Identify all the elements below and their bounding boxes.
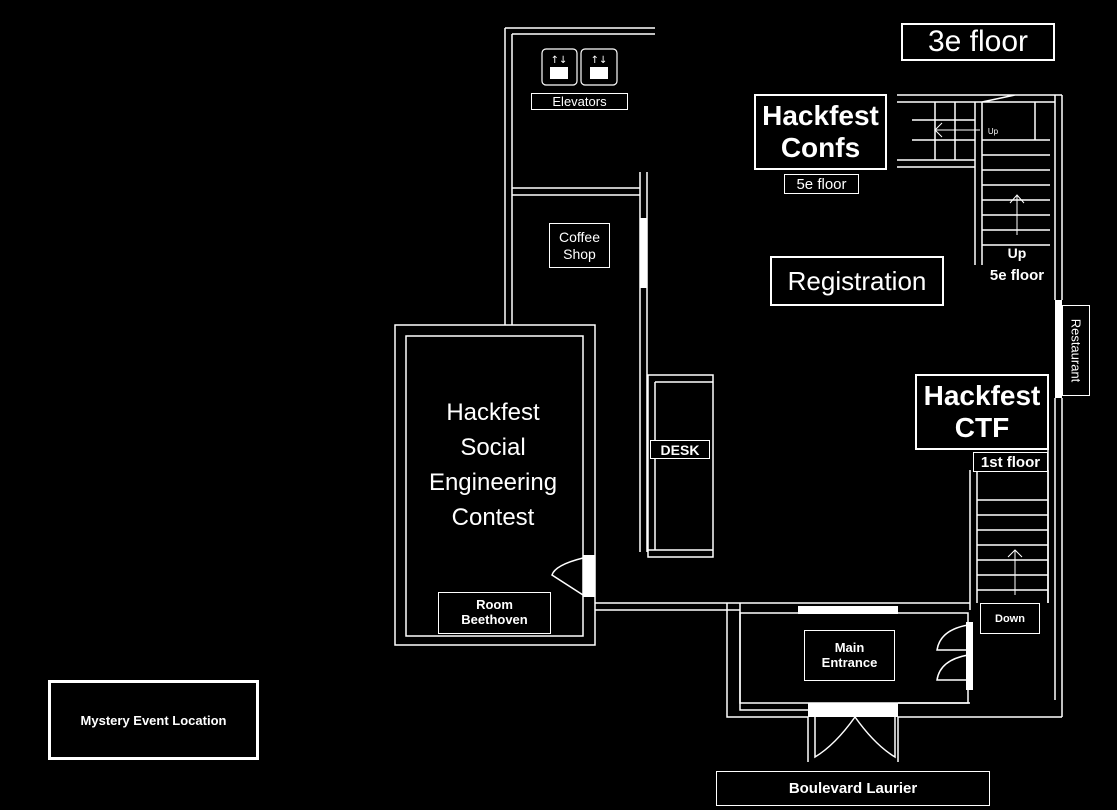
confs-floor-label: 5e floor	[784, 174, 859, 194]
ctf-line1: Hackfest	[923, 379, 1041, 411]
boulevard-label: Boulevard Laurier	[716, 771, 990, 806]
desk-text: DESK	[660, 441, 700, 458]
beethoven-line1: Room	[476, 597, 513, 613]
social-engineering-room-inner	[405, 335, 584, 637]
hackfest-ctf-label: Hackfest CTF	[915, 374, 1049, 450]
confs-line2: Confs	[780, 132, 861, 163]
door-swing-entrance-right	[854, 716, 896, 759]
stairs-up-floor-label: 5e floor	[984, 265, 1050, 285]
elevator-icons: ↑↓ ↑↓	[541, 48, 618, 86]
stairs-up-upper	[897, 94, 1062, 265]
lower-stair-treads	[977, 499, 1048, 591]
room-beethoven-label: Room Beethoven	[438, 592, 551, 634]
stairs-up-floor-text: 5e floor	[989, 266, 1045, 284]
elevators-text: Elevators	[552, 94, 607, 109]
entrance-line2: Entrance	[821, 654, 878, 670]
ctf-floor-label: 1st floor	[973, 452, 1048, 472]
social-engineering-room-outer	[394, 324, 596, 646]
se-line4: Contest	[451, 503, 535, 531]
restaurant-label: Restaurant	[1062, 305, 1090, 396]
stairs-up-label: Up	[996, 244, 1038, 262]
confs-line1: Hackfest	[762, 99, 879, 131]
stairs-up-small-text: Up	[987, 126, 999, 136]
se-line2: Social	[460, 434, 526, 462]
door-swing-entrance-left	[814, 716, 856, 759]
boulevard-text: Boulevard Laurier	[788, 780, 918, 797]
se-line3: Engineering	[428, 469, 558, 496]
restaurant-text: Restaurant	[1068, 318, 1084, 383]
se-line1: Hackfest	[446, 399, 540, 427]
elevators-label: Elevators	[531, 93, 628, 110]
hackfest-confs-label: Hackfest Confs	[754, 94, 887, 170]
ctf-line2: CTF	[954, 412, 1010, 443]
lower-stair-frame	[969, 470, 1049, 610]
desk-area	[647, 374, 714, 558]
door-swing-social	[551, 557, 584, 596]
desk-label: DESK	[650, 440, 710, 459]
coffee-line1: Coffee	[559, 229, 600, 246]
confs-floor-text: 5e floor	[796, 175, 847, 193]
mystery-event-legend: Mystery Event Location	[48, 680, 259, 760]
svg-text:↑↓: ↑↓	[591, 55, 608, 66]
ctf-floor-text: 1st floor	[980, 453, 1041, 471]
entrance-corridor-walls	[807, 717, 899, 762]
floor-title: 3e floor	[901, 23, 1055, 61]
bottom-corridor-wall	[595, 602, 970, 711]
stairs-down-label: Down	[980, 603, 1040, 634]
stairs-up-small-label: Up	[984, 125, 1002, 137]
registration-label: Registration	[770, 256, 944, 306]
svg-text:↑↓: ↑↓	[551, 55, 568, 66]
stairs-down-text: Down	[995, 612, 1025, 625]
floor-title-text: 3e floor	[927, 25, 1029, 58]
registration-text: Registration	[787, 265, 927, 296]
corridor-divider	[512, 187, 640, 196]
stairs-up-text: Up	[1007, 245, 1027, 261]
mystery-event-text: Mystery Event Location	[80, 712, 227, 728]
beethoven-line2: Beethoven	[461, 612, 528, 627]
stair-arrow-down-lower	[1007, 549, 1023, 595]
door-swing-side	[936, 624, 969, 681]
entrance-line1: Main	[834, 639, 865, 655]
coffee-line2: Shop	[563, 245, 596, 262]
stair-arrow-up-upper	[1009, 194, 1025, 235]
stair-arrow-left-upper	[934, 122, 980, 138]
upper-stair-treads	[912, 102, 1050, 246]
right-wall	[1047, 95, 1063, 717]
coffee-shop-label: Coffee Shop	[549, 223, 610, 268]
main-entrance-label: Main Entrance	[804, 630, 895, 681]
social-engineering-contest-label: Hackfest Social Engineering Contest	[413, 396, 573, 536]
elevator-corridor-wall	[504, 27, 655, 325]
